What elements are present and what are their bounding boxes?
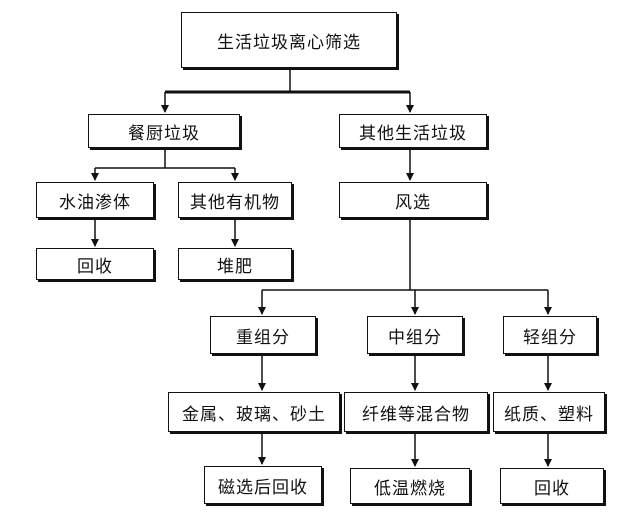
node-fiber-mix-label: 纤维等混合物 <box>362 404 470 425</box>
node-water-oil-label: 水油渗体 <box>59 192 131 213</box>
node-magnetic-recycle-label: 磁选后回收 <box>218 477 308 498</box>
node-kitchen-waste: 餐厨垃圾 <box>88 114 240 148</box>
node-recycle-1: 回收 <box>36 248 154 280</box>
node-magnetic-recycle: 磁选后回收 <box>204 466 322 504</box>
node-metal-glass-sand: 金属、玻璃、砂土 <box>168 392 340 432</box>
node-other-waste: 其他生活垃圾 <box>339 114 487 148</box>
node-kitchen-waste-label: 餐厨垃圾 <box>128 123 200 144</box>
node-compost-label: 堆肥 <box>217 256 253 277</box>
node-medium-fraction-label: 中组分 <box>388 327 442 348</box>
node-recycle-2: 回收 <box>500 468 604 504</box>
node-paper-plastic: 纸质、塑料 <box>493 392 605 432</box>
node-medium-fraction: 中组分 <box>367 316 463 354</box>
node-light-fraction-label: 轻组分 <box>523 327 577 348</box>
node-water-oil: 水油渗体 <box>36 182 154 218</box>
node-recycle-2-label: 回收 <box>534 478 570 499</box>
node-light-fraction: 轻组分 <box>503 316 597 354</box>
node-low-temp-burn-label: 低温燃烧 <box>374 478 446 499</box>
node-root-label: 生活垃圾离心筛选 <box>217 32 361 53</box>
node-fiber-mix: 纤维等混合物 <box>344 392 488 432</box>
node-other-waste-label: 其他生活垃圾 <box>359 123 467 144</box>
node-paper-plastic-label: 纸质、塑料 <box>504 404 594 425</box>
node-compost: 堆肥 <box>178 248 292 280</box>
node-recycle-1-label: 回收 <box>77 256 113 277</box>
node-metal-glass-sand-label: 金属、玻璃、砂土 <box>182 404 326 425</box>
node-root: 生活垃圾离心筛选 <box>181 12 397 68</box>
node-low-temp-burn: 低温燃烧 <box>350 468 470 504</box>
node-heavy-fraction-label: 重组分 <box>236 327 290 348</box>
node-air-sorting-label: 风选 <box>395 192 431 213</box>
node-air-sorting: 风选 <box>339 182 487 218</box>
node-other-organic-label: 其他有机物 <box>190 192 280 213</box>
node-heavy-fraction: 重组分 <box>210 316 316 354</box>
node-other-organic: 其他有机物 <box>178 182 292 218</box>
